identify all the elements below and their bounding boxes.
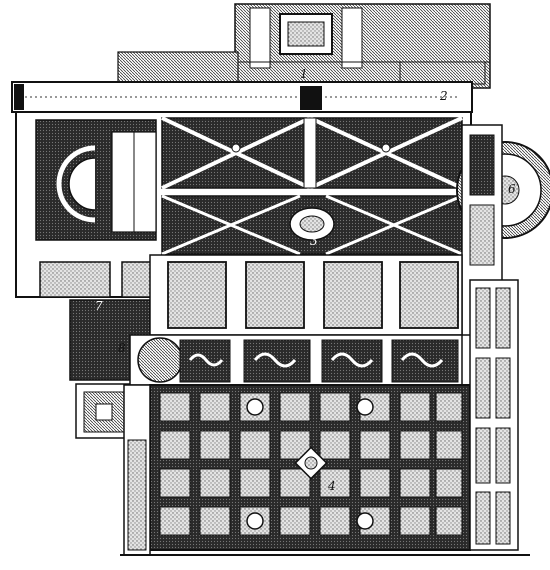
label-8: 8 [118, 341, 126, 355]
label-5: 5 [88, 182, 96, 196]
label-6: 6 [508, 182, 516, 196]
bosquet-row [149, 254, 463, 336]
label-3: 3 [310, 234, 318, 248]
label-1: 1 [300, 67, 308, 81]
embroidered-parterres [129, 334, 463, 386]
upper-terrace [11, 81, 473, 113]
right-strips [469, 279, 519, 551]
label-2: 2 [439, 89, 448, 103]
label-4: 4 [327, 479, 336, 493]
upper-parterre [15, 111, 472, 298]
left-strip [123, 384, 151, 556]
lower-square-grid [149, 384, 471, 551]
palace-block [117, 3, 491, 89]
left-annex [69, 299, 151, 439]
label-7: 7 [95, 299, 103, 313]
